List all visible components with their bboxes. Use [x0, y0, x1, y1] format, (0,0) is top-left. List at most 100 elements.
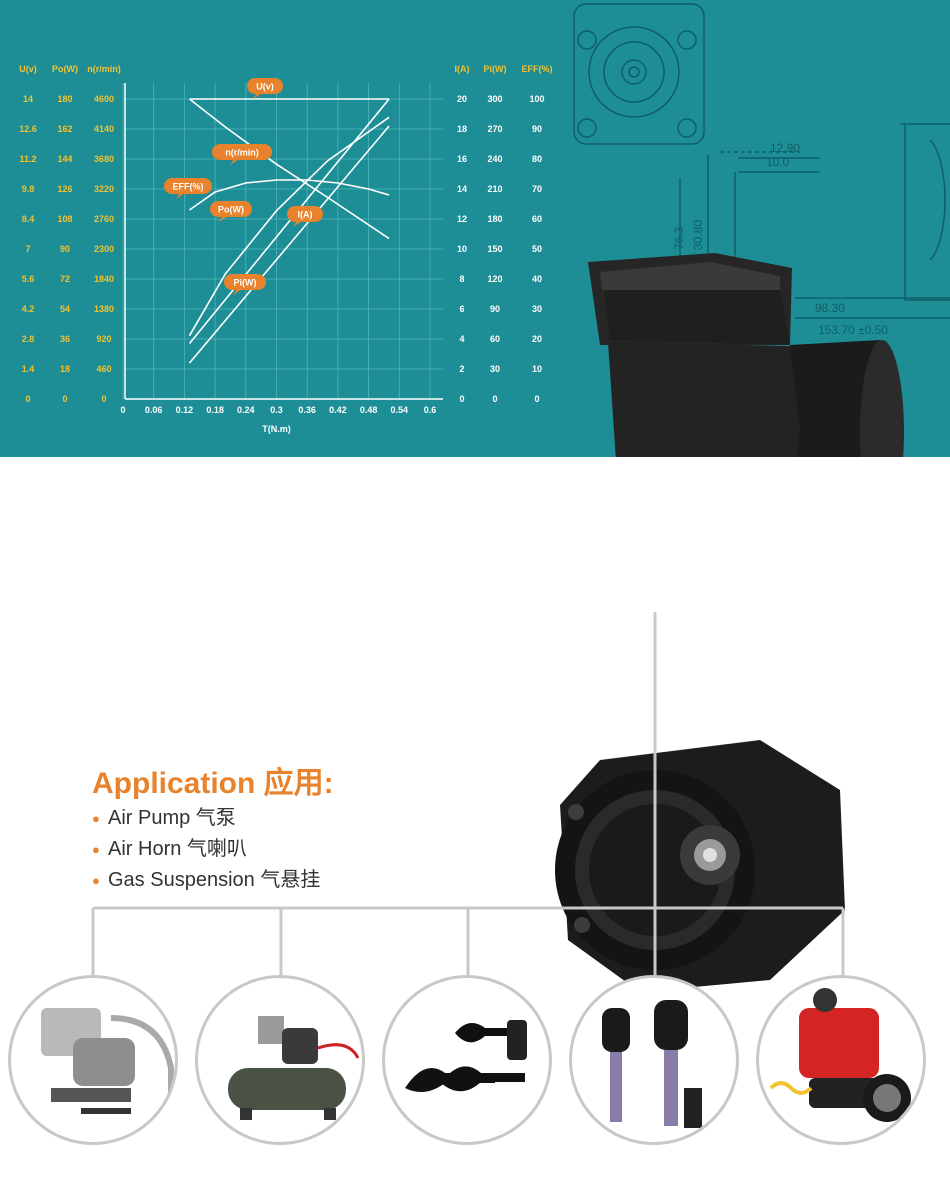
y-tick-label: 90 [532, 124, 542, 134]
series-label: I(A) [298, 210, 313, 220]
y-tick-label: 8.4 [22, 214, 35, 224]
x-tick-label: 0.12 [176, 405, 194, 415]
air-horn-image [382, 975, 552, 1145]
series-label: n(r/min) [225, 148, 259, 158]
x-tick-label: 0.24 [237, 405, 255, 415]
y-tick-label: 100 [529, 94, 544, 104]
y-tick-label: 8 [459, 274, 464, 284]
y-tick-label: 460 [96, 364, 111, 374]
y-tick-label: 2.8 [22, 334, 35, 344]
x-tick-label: 0.36 [298, 405, 316, 415]
series-label: Po(W) [218, 205, 244, 215]
x-tick-label: 0.54 [391, 405, 409, 415]
y-tick-label: 180 [57, 94, 72, 104]
series-line [188, 125, 390, 364]
series-label: U(v) [256, 82, 274, 92]
y-tick-label: 4.2 [22, 304, 35, 314]
x-tick-label: 0.48 [360, 405, 378, 415]
y-tick-label: 60 [490, 334, 500, 344]
y-tick-label: 4140 [94, 124, 114, 134]
chart-banner: 12.90 10.0 76.3 30.80 98.30 153.70 ±0.50… [0, 0, 950, 457]
series-callout: U(v) [247, 78, 283, 99]
y-tick-label: 40 [532, 274, 542, 284]
series-line [189, 179, 390, 211]
series-line [188, 116, 390, 337]
y-tick-label: 6 [459, 304, 464, 314]
axis-header: Po(W) [52, 64, 78, 74]
x-tick-label: 0.6 [424, 405, 437, 415]
motor-pump-image [588, 253, 904, 457]
air-suspension-image [569, 975, 739, 1145]
y-tick-label: 54 [60, 304, 70, 314]
axis-header: Pi(W) [484, 64, 507, 74]
y-tick-label: 126 [57, 184, 72, 194]
series-line [189, 98, 390, 240]
connector-lines [91, 612, 845, 975]
y-tick-label: 1.4 [22, 364, 35, 374]
application-list: ●Air Pump 气泵 ●Air Horn 气喇叭 ●Gas Suspensi… [92, 804, 320, 897]
y-tick-label: 7 [25, 244, 30, 254]
bullet-icon: ● [92, 810, 100, 826]
y-tick-label: 0 [492, 394, 497, 404]
performance-chart: 12.90 10.0 76.3 30.80 98.30 153.70 ±0.50… [19, 3, 950, 457]
dimension-12-90: 12.90 [770, 141, 800, 155]
y-tick-label: 0 [534, 394, 539, 404]
y-tick-label: 14 [457, 184, 467, 194]
y-tick-label: 36 [60, 334, 70, 344]
y-tick-label: 60 [532, 214, 542, 224]
y-tick-label: 18 [60, 364, 70, 374]
y-tick-label: 20 [532, 334, 542, 344]
y-tick-label: 90 [490, 304, 500, 314]
tire-inflator-image [756, 975, 926, 1145]
y-tick-label: 16 [457, 154, 467, 164]
y-tick-label: 30 [532, 304, 542, 314]
air-pump-compressor-image [8, 975, 178, 1145]
y-tick-label: 10 [457, 244, 467, 254]
y-tick-label: 150 [487, 244, 502, 254]
application-item-gas-suspension: ●Gas Suspension 气悬挂 [92, 866, 320, 897]
dimension-76-3: 76.3 [672, 226, 686, 250]
application-item-air-horn: ●Air Horn 气喇叭 [92, 835, 320, 866]
y-tick-label: 162 [57, 124, 72, 134]
y-tick-label: 20 [457, 94, 467, 104]
y-tick-label: 2300 [94, 244, 114, 254]
y-tick-label: 0 [459, 394, 464, 404]
y-tick-label: 9.8 [22, 184, 35, 194]
y-tick-label: 3220 [94, 184, 114, 194]
y-tick-label: 18 [457, 124, 467, 134]
y-tick-label: 0 [62, 394, 67, 404]
compressor-tank-image [195, 975, 365, 1145]
y-tick-label: 80 [532, 154, 542, 164]
axis-header: EFF(%) [522, 64, 553, 74]
axis-header: n(r/min) [87, 64, 121, 74]
x-tick-label: 0.06 [145, 405, 163, 415]
y-tick-label: 50 [532, 244, 542, 254]
y-tick-label: 1380 [94, 304, 114, 314]
y-tick-label: 3680 [94, 154, 114, 164]
dimension-10-0: 10.0 [766, 155, 790, 169]
x-tick-label: 0.18 [206, 405, 224, 415]
y-tick-label: 4600 [94, 94, 114, 104]
x-tick-label: 0 [120, 405, 125, 415]
y-tick-label: 11.2 [19, 154, 36, 164]
x-axis-label: T(N.m) [262, 424, 291, 434]
dimension-30-80: 30.80 [691, 220, 705, 250]
y-tick-label: 210 [487, 184, 502, 194]
y-tick-label: 180 [487, 214, 502, 224]
bullet-icon: ● [92, 841, 100, 857]
application-item-air-pump: ●Air Pump 气泵 [92, 804, 320, 835]
y-tick-label: 5.6 [22, 274, 35, 284]
y-tick-label: 240 [487, 154, 502, 164]
series-callout: Po(W) [210, 201, 252, 222]
x-tick-label: 0.42 [329, 405, 347, 415]
y-tick-label: 0 [25, 394, 30, 404]
series-label: Pi(W) [234, 278, 257, 288]
y-tick-label: 90 [60, 244, 70, 254]
y-tick-label: 120 [487, 274, 502, 284]
x-tick-label: 0.3 [270, 405, 283, 415]
y-tick-label: 12 [457, 214, 467, 224]
y-tick-label: 30 [490, 364, 500, 374]
y-tick-label: 72 [60, 274, 70, 284]
application-title: Application 应用: [92, 767, 334, 800]
y-tick-label: 0 [101, 394, 106, 404]
